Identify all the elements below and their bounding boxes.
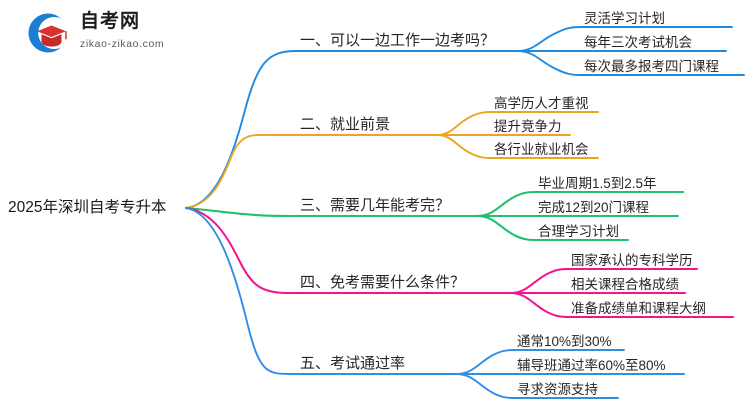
leaf-node-1-3[interactable]: 每次最多报考四门课程 bbox=[584, 59, 719, 74]
leaf-node-5-2[interactable]: 辅导班通过率60%至80% bbox=[517, 358, 666, 373]
leaf-node-3-1[interactable]: 毕业周期1.5到2.5年 bbox=[538, 176, 657, 191]
leaf-node-2-1[interactable]: 高学历人才重视 bbox=[494, 96, 589, 111]
root-node[interactable]: 2025年深圳自考专升本 bbox=[8, 199, 167, 216]
leaf-node-5-1[interactable]: 通常10%到30% bbox=[517, 334, 612, 349]
leaf-node-2-2[interactable]: 提升竞争力 bbox=[494, 119, 562, 134]
leaf-node-4-2[interactable]: 相关课程合格成绩 bbox=[571, 277, 679, 292]
leaf-node-4-1[interactable]: 国家承认的专科学历 bbox=[571, 253, 693, 268]
logo-title: 自考网 bbox=[80, 11, 141, 32]
leaf-node-1-2[interactable]: 每年三次考试机会 bbox=[584, 35, 692, 50]
graduation-cap-logo-icon bbox=[28, 12, 74, 54]
leaf-node-3-2[interactable]: 完成12到20门课程 bbox=[538, 200, 650, 215]
branch-node-1[interactable]: 一、可以一边工作一边考吗？ bbox=[300, 32, 496, 49]
branch-connector-1 bbox=[185, 26, 745, 209]
logo-domain: zikao-zikao.com bbox=[80, 38, 165, 50]
branch-node-4[interactable]: 四、免考需要什么条件？ bbox=[300, 274, 466, 291]
leaf-node-5-3[interactable]: 寻求资源支持 bbox=[517, 382, 598, 397]
branch-node-2[interactable]: 二、就业前景 bbox=[300, 116, 391, 133]
leaf-node-3-3[interactable]: 合理学习计划 bbox=[538, 224, 619, 239]
leaf-node-1-1[interactable]: 灵活学习计划 bbox=[584, 11, 665, 26]
leaf-node-4-3[interactable]: 准备成绩单和课程大纲 bbox=[571, 301, 706, 316]
brand-logo: 自考网 zikao-zikao.com bbox=[28, 10, 213, 56]
logo-text-group: 自考网 zikao-zikao.com bbox=[80, 10, 210, 52]
leaf-node-2-3[interactable]: 各行业就业机会 bbox=[494, 142, 589, 157]
branch-node-3[interactable]: 三、需要几年能考完？ bbox=[300, 197, 451, 214]
branch-node-5[interactable]: 五、考试通过率 bbox=[300, 355, 406, 372]
